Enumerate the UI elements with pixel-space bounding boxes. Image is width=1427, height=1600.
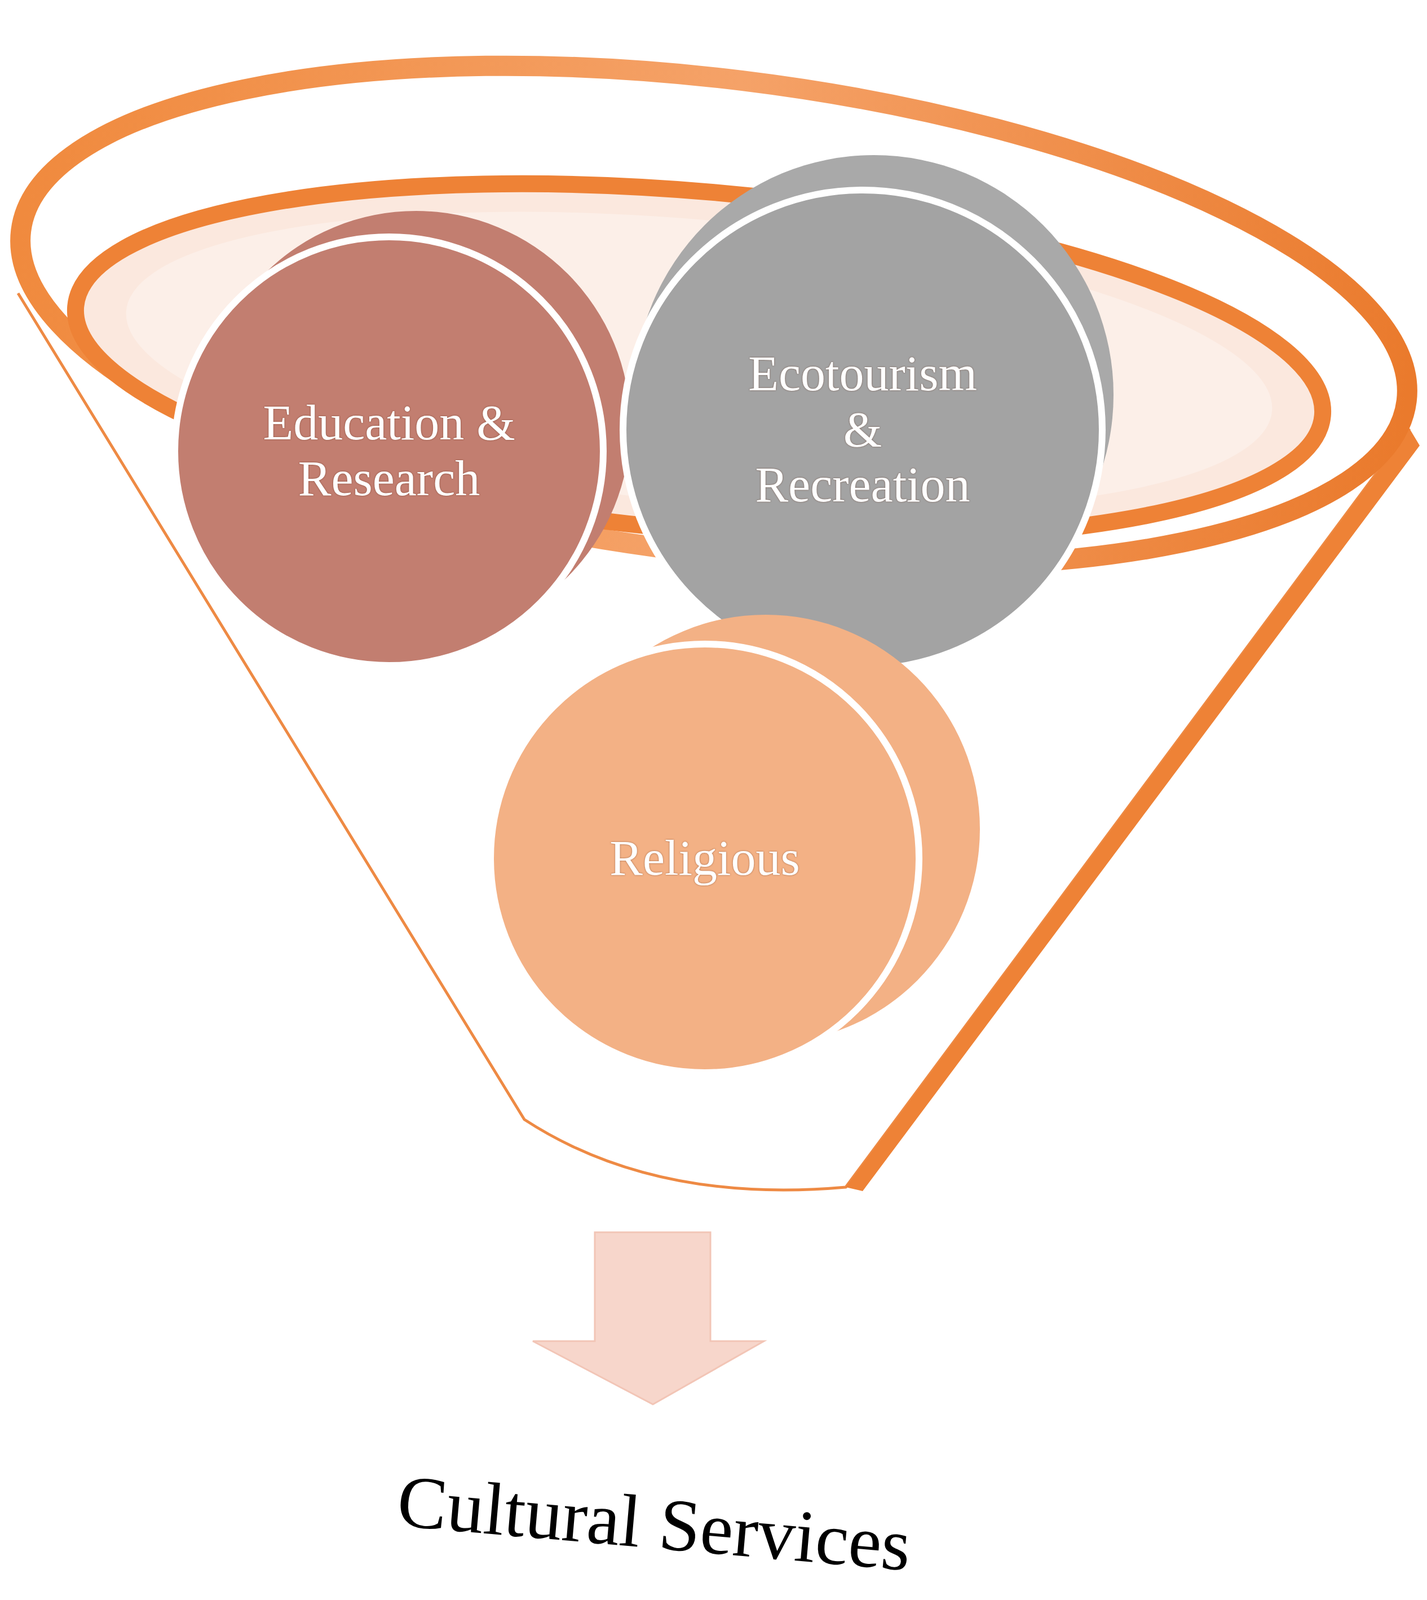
circle-front: [174, 236, 604, 666]
category-circle: Education & Research: [174, 236, 604, 666]
output-label: Cultural Services: [394, 1456, 915, 1588]
circle-front: [623, 190, 1103, 670]
category-circle: Religious: [490, 643, 920, 1073]
category-circle: Ecotourism & Recreation: [623, 190, 1103, 670]
down-arrow: [532, 1231, 764, 1404]
circle-label: Ecotourism & Recreation: [735, 346, 990, 514]
circle-label: Education & Research: [214, 395, 564, 507]
circle-label: Religious: [609, 830, 800, 887]
circle-front: [490, 643, 920, 1073]
